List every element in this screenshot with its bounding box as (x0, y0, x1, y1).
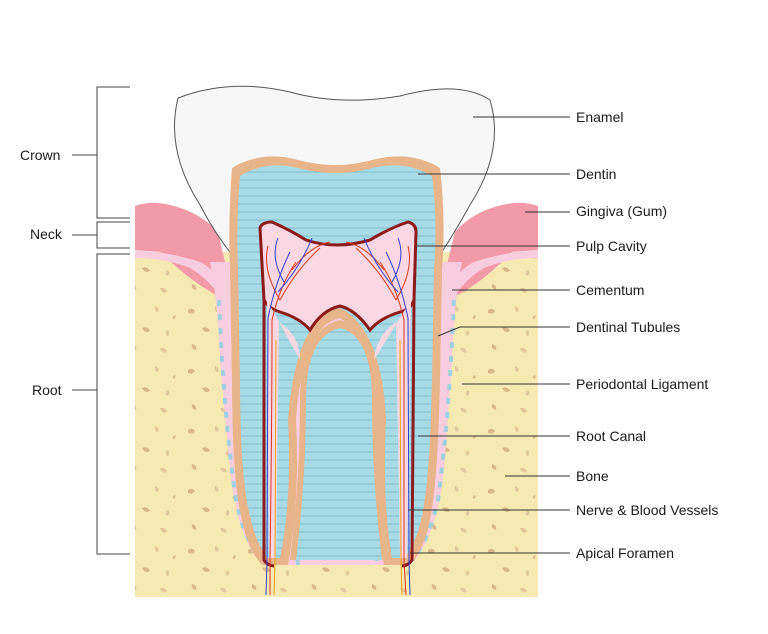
label-enamel: Enamel (576, 109, 623, 125)
label-cementum: Cementum (576, 282, 644, 298)
inner-dentin-arch (290, 320, 388, 560)
label-gingiva: Gingiva (Gum) (576, 203, 667, 219)
neck-bracket (96, 221, 130, 249)
left-brackets (72, 86, 130, 555)
label-nerve-blood-vessels: Nerve & Blood Vessels (576, 502, 718, 518)
label-neck: Neck (30, 226, 63, 242)
crown-bracket (96, 86, 130, 219)
label-root: Root (32, 382, 62, 398)
nerve-vessel-network (265, 237, 411, 596)
label-dentinal-tubules: Dentinal Tubules (576, 319, 680, 335)
label-dentin: Dentin (576, 166, 616, 182)
label-root-canal: Root Canal (576, 428, 646, 444)
label-pulp-cavity: Pulp Cavity (576, 238, 647, 254)
label-apical-foramen: Apical Foramen (576, 545, 674, 561)
root-bracket (96, 253, 130, 555)
label-bone: Bone (576, 468, 609, 484)
label-crown: Crown (20, 147, 60, 163)
label-periodontal-ligament: Periodontal Ligament (576, 376, 708, 392)
leader-lines (408, 116, 570, 554)
